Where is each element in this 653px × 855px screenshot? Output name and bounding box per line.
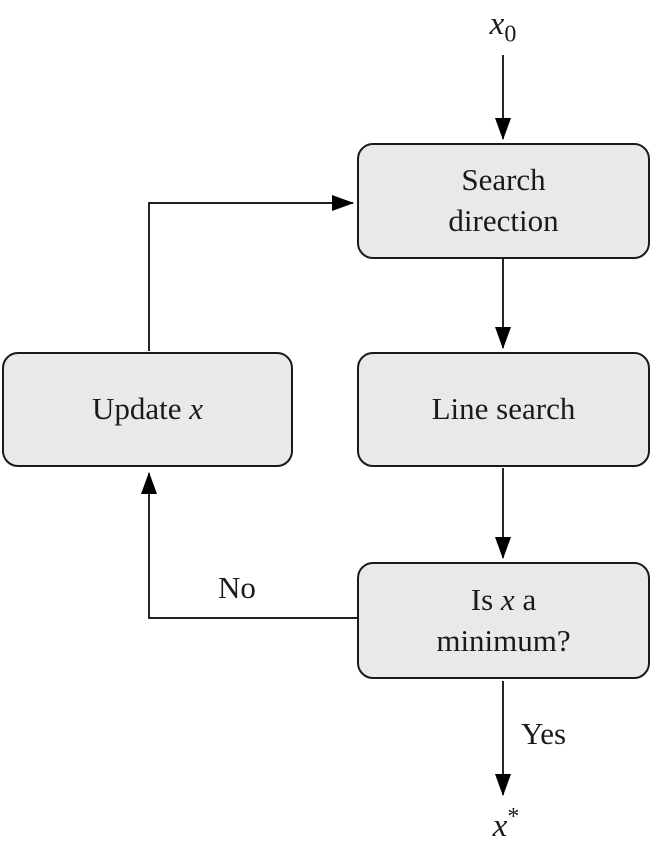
start-label-base: x [489,6,505,42]
node-line-search: Line search [357,352,650,467]
node-update-x: Update x [2,352,293,467]
node-line-search-label: Line search [431,391,576,427]
edge-label-yes: Yes [521,716,567,751]
edge-label-no: No [218,570,256,605]
node-search-direction-label: Search direction [448,162,559,238]
node-search-direction: Search direction [357,143,650,259]
edge-update-to-search-direction [148,195,354,351]
start-label-x0: x0 [457,8,549,47]
node-is-minimum: Is x a minimum? [357,562,650,679]
end-label-superscript: * [507,804,520,830]
update-var: x [189,391,204,427]
is-minimum-var: x [500,581,515,617]
edge-no-to-update [141,472,357,619]
end-label-xstar: x* [460,805,552,843]
is-minimum-suffix: a minimum? [436,581,571,658]
update-prefix: Update [91,391,190,427]
end-label-base: x [492,808,508,844]
node-update-x-label: Update x [92,389,203,430]
is-minimum-prefix: Is [470,581,501,617]
start-label-subscript: 0 [504,21,517,48]
node-is-minimum-label: Is x a minimum? [416,580,591,662]
